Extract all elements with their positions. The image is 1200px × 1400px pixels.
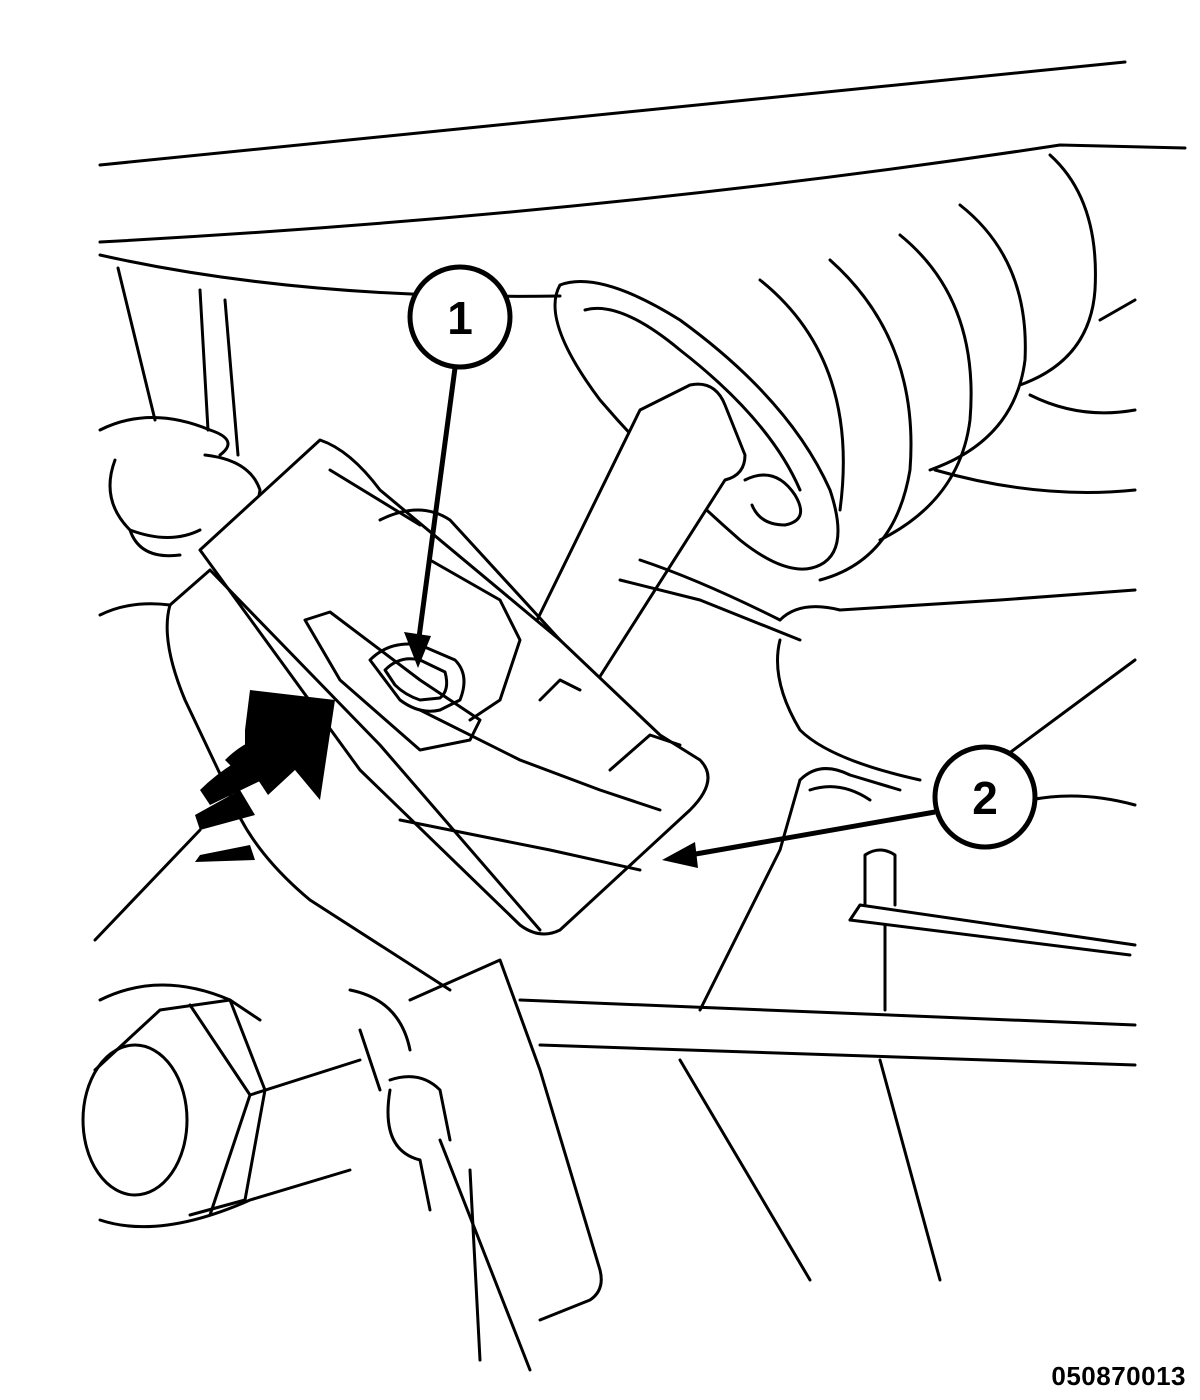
clockspring-component [165, 438, 710, 992]
callout-2: 2 [662, 744, 1038, 868]
lower-column [348, 958, 603, 1372]
callout-1: 1 [404, 264, 513, 668]
locking-tab [303, 558, 522, 752]
figure-id: 050870013 [1051, 1361, 1186, 1391]
left-bracket [93, 416, 262, 942]
curved-arrow-icon [195, 690, 335, 862]
steering-boot [758, 153, 1137, 582]
upper-panel [98, 60, 1187, 457]
right-frame [518, 558, 1137, 1282]
hex-bolt [81, 983, 362, 1229]
callout-2-label: 2 [972, 772, 998, 824]
callout-1-label: 1 [447, 292, 473, 344]
column-hub [553, 280, 840, 571]
column-shaft [518, 382, 747, 702]
